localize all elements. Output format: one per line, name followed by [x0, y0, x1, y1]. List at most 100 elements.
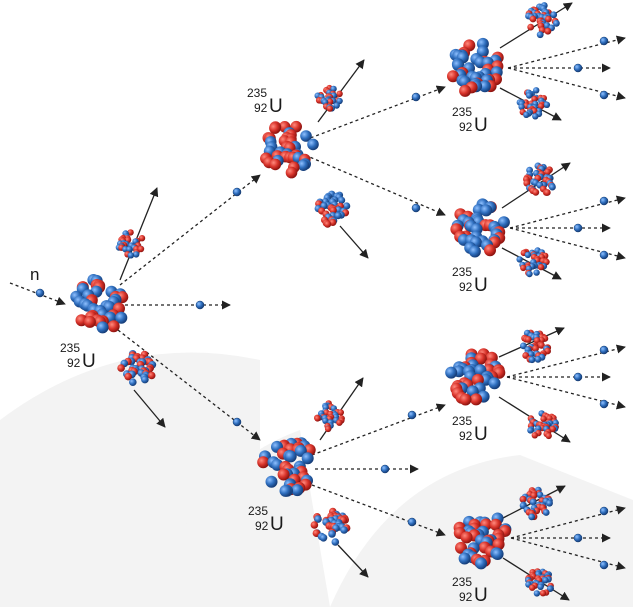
element-symbol: U [82, 351, 96, 372]
proton [459, 393, 472, 406]
neutron-path-to-gen2-2 [304, 154, 446, 216]
neutron [524, 251, 532, 259]
proton [336, 419, 343, 426]
free-neutron [599, 36, 609, 46]
proton [147, 371, 156, 380]
proton [544, 27, 552, 35]
element-symbol: U [474, 275, 488, 296]
proton [337, 409, 344, 416]
fragment-nucleus [519, 486, 553, 521]
free-neutron [407, 410, 417, 420]
neutron-path [506, 344, 626, 378]
proton [470, 393, 483, 406]
mass-number: 235 [60, 341, 80, 355]
neutron [523, 111, 530, 119]
element-symbol: U [269, 96, 283, 117]
atomic-number: 92 [254, 101, 268, 115]
proton [531, 432, 538, 439]
free-neutron [599, 506, 609, 516]
atomic-number: 92 [459, 429, 473, 443]
neutron [497, 216, 510, 229]
neutron-label: n [30, 265, 39, 284]
free-neutron [599, 399, 609, 409]
proton [524, 336, 532, 343]
proton [532, 188, 540, 196]
free-neutron [232, 417, 242, 427]
neutron [536, 31, 544, 39]
proton [285, 166, 298, 179]
neutron-path [506, 376, 626, 410]
proton [520, 264, 527, 272]
neutron [526, 270, 533, 278]
free-neutron [573, 533, 583, 543]
proton [543, 189, 551, 196]
neutron [546, 585, 554, 592]
incoming-neutron-path [9, 282, 66, 306]
neutron-path [509, 195, 626, 229]
neutron [528, 513, 536, 521]
proton [539, 590, 547, 597]
free-neutron [411, 203, 421, 213]
neutron [330, 85, 337, 93]
neutron [96, 321, 109, 334]
neutron [328, 530, 336, 538]
neutron [307, 138, 319, 151]
neutron [536, 491, 544, 499]
fragment-path [498, 327, 565, 358]
proton [324, 220, 332, 228]
atomic-number: 92 [255, 519, 269, 533]
proton [489, 518, 502, 531]
neutron-path-to-gen2-1 [304, 85, 446, 141]
proton [324, 425, 332, 433]
proton [314, 415, 321, 422]
atomic-number: 92 [459, 590, 473, 604]
neutron [542, 509, 550, 516]
atomic-number: 92 [459, 120, 473, 134]
neutron [291, 484, 304, 497]
neutron [520, 342, 527, 350]
proton [531, 95, 538, 103]
uranium-nucleus-gen1-bottom [257, 437, 316, 497]
free-neutron [599, 560, 609, 570]
neutron [468, 245, 481, 258]
fragment-nucleus [115, 229, 146, 259]
neutron [127, 252, 135, 259]
free-neutron [599, 250, 609, 260]
neutron [338, 196, 346, 204]
fragment-nucleus [117, 350, 157, 387]
proton [460, 531, 473, 544]
uranium-nucleus-gen2-1 [447, 37, 504, 97]
neutron-path [507, 67, 626, 101]
neutron [301, 452, 314, 465]
neutron [534, 355, 542, 363]
neutron [527, 427, 534, 434]
free-neutron [599, 196, 609, 206]
neutron [333, 102, 340, 109]
neutron [553, 19, 560, 27]
free-neutron [195, 300, 205, 310]
fragment-path [133, 389, 166, 428]
free-neutron [573, 372, 583, 382]
fragment-nucleus [314, 84, 343, 112]
fragment-nucleus [523, 162, 556, 196]
proton [530, 492, 538, 499]
fragment-nucleus [516, 87, 551, 120]
mass-number: 235 [248, 504, 268, 518]
neutron [265, 475, 278, 488]
free-neutron [232, 187, 242, 197]
neutron [284, 450, 297, 463]
fragment-nucleus [520, 329, 552, 364]
neutron [529, 498, 537, 506]
proton [137, 245, 145, 253]
neutron-path [509, 227, 626, 261]
proton [447, 70, 459, 83]
uranium-nucleus-gen1-top [260, 120, 319, 179]
proton [127, 229, 134, 236]
mass-number: 235 [452, 105, 472, 119]
fragment-nucleus [527, 410, 559, 440]
proton [269, 158, 282, 171]
proton [519, 495, 527, 503]
